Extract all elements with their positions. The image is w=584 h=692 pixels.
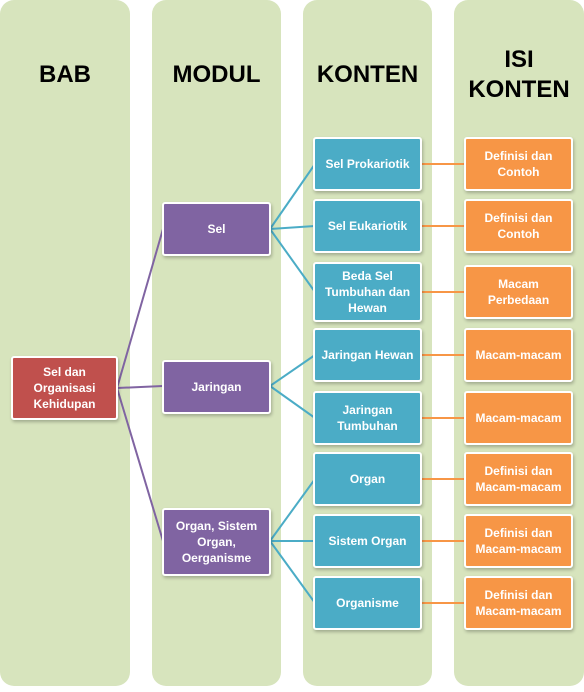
modul-node-organ: Organ, Sistem Organ, Oerganisme — [162, 508, 271, 576]
konten-node-organisme: Organisme — [313, 576, 422, 630]
link-organ-organisme — [269, 540, 316, 604]
isi-node-5: Macam-macam — [464, 391, 573, 445]
isi-node-1: Definisi dan Contoh — [464, 137, 573, 191]
konten-node-sistem-organ: Sistem Organ — [313, 514, 422, 568]
link-sel-eukariotik — [269, 225, 316, 230]
modul-node-jaringan: Jaringan — [162, 360, 271, 414]
link-jaringan-hewan — [269, 354, 316, 387]
link-bab-sel — [116, 228, 164, 389]
column-title-modul: MODUL — [172, 61, 261, 88]
isi-node-2: Definisi dan Contoh — [464, 199, 573, 253]
column-title-isi-line2: KONTEN — [468, 76, 570, 103]
link-bab-organ — [116, 387, 164, 542]
link-organ-organ — [269, 478, 316, 542]
bab-node: Sel dan Organisasi Kehidupan — [11, 356, 118, 420]
link-sel-prokariotik — [269, 163, 316, 230]
konten-node-beda-sel: Beda Sel Tumbuhan dan Hewan — [313, 262, 422, 322]
konten-node-sel-eukariotik: Sel Eukariotik — [313, 199, 422, 253]
link-bab-jaringan — [116, 385, 164, 389]
konten-node-sel-prokariotik: Sel Prokariotik — [313, 137, 422, 191]
column-title-isi-line1: ISI — [504, 46, 534, 73]
isi-node-7: Definisi dan Macam-macam — [464, 514, 573, 568]
konten-node-jaringan-tumbuhan: Jaringan Tumbuhan — [313, 391, 422, 445]
link-sel-beda — [269, 228, 316, 293]
modul-node-sel: Sel — [162, 202, 271, 256]
column-bab: BAB — [0, 0, 130, 686]
konten-node-jaringan-hewan: Jaringan Hewan — [313, 328, 422, 382]
konten-node-organ: Organ — [313, 452, 422, 506]
isi-node-6: Definisi dan Macam-macam — [464, 452, 573, 506]
isi-node-3: Macam Perbedaan — [464, 265, 573, 319]
column-title-bab: BAB — [39, 61, 91, 88]
link-jaringan-tumbuhan — [269, 385, 316, 419]
isi-node-4: Macam-macam — [464, 328, 573, 382]
isi-node-8: Definisi dan Macam-macam — [464, 576, 573, 630]
column-title-konten: KONTEN — [316, 61, 419, 88]
